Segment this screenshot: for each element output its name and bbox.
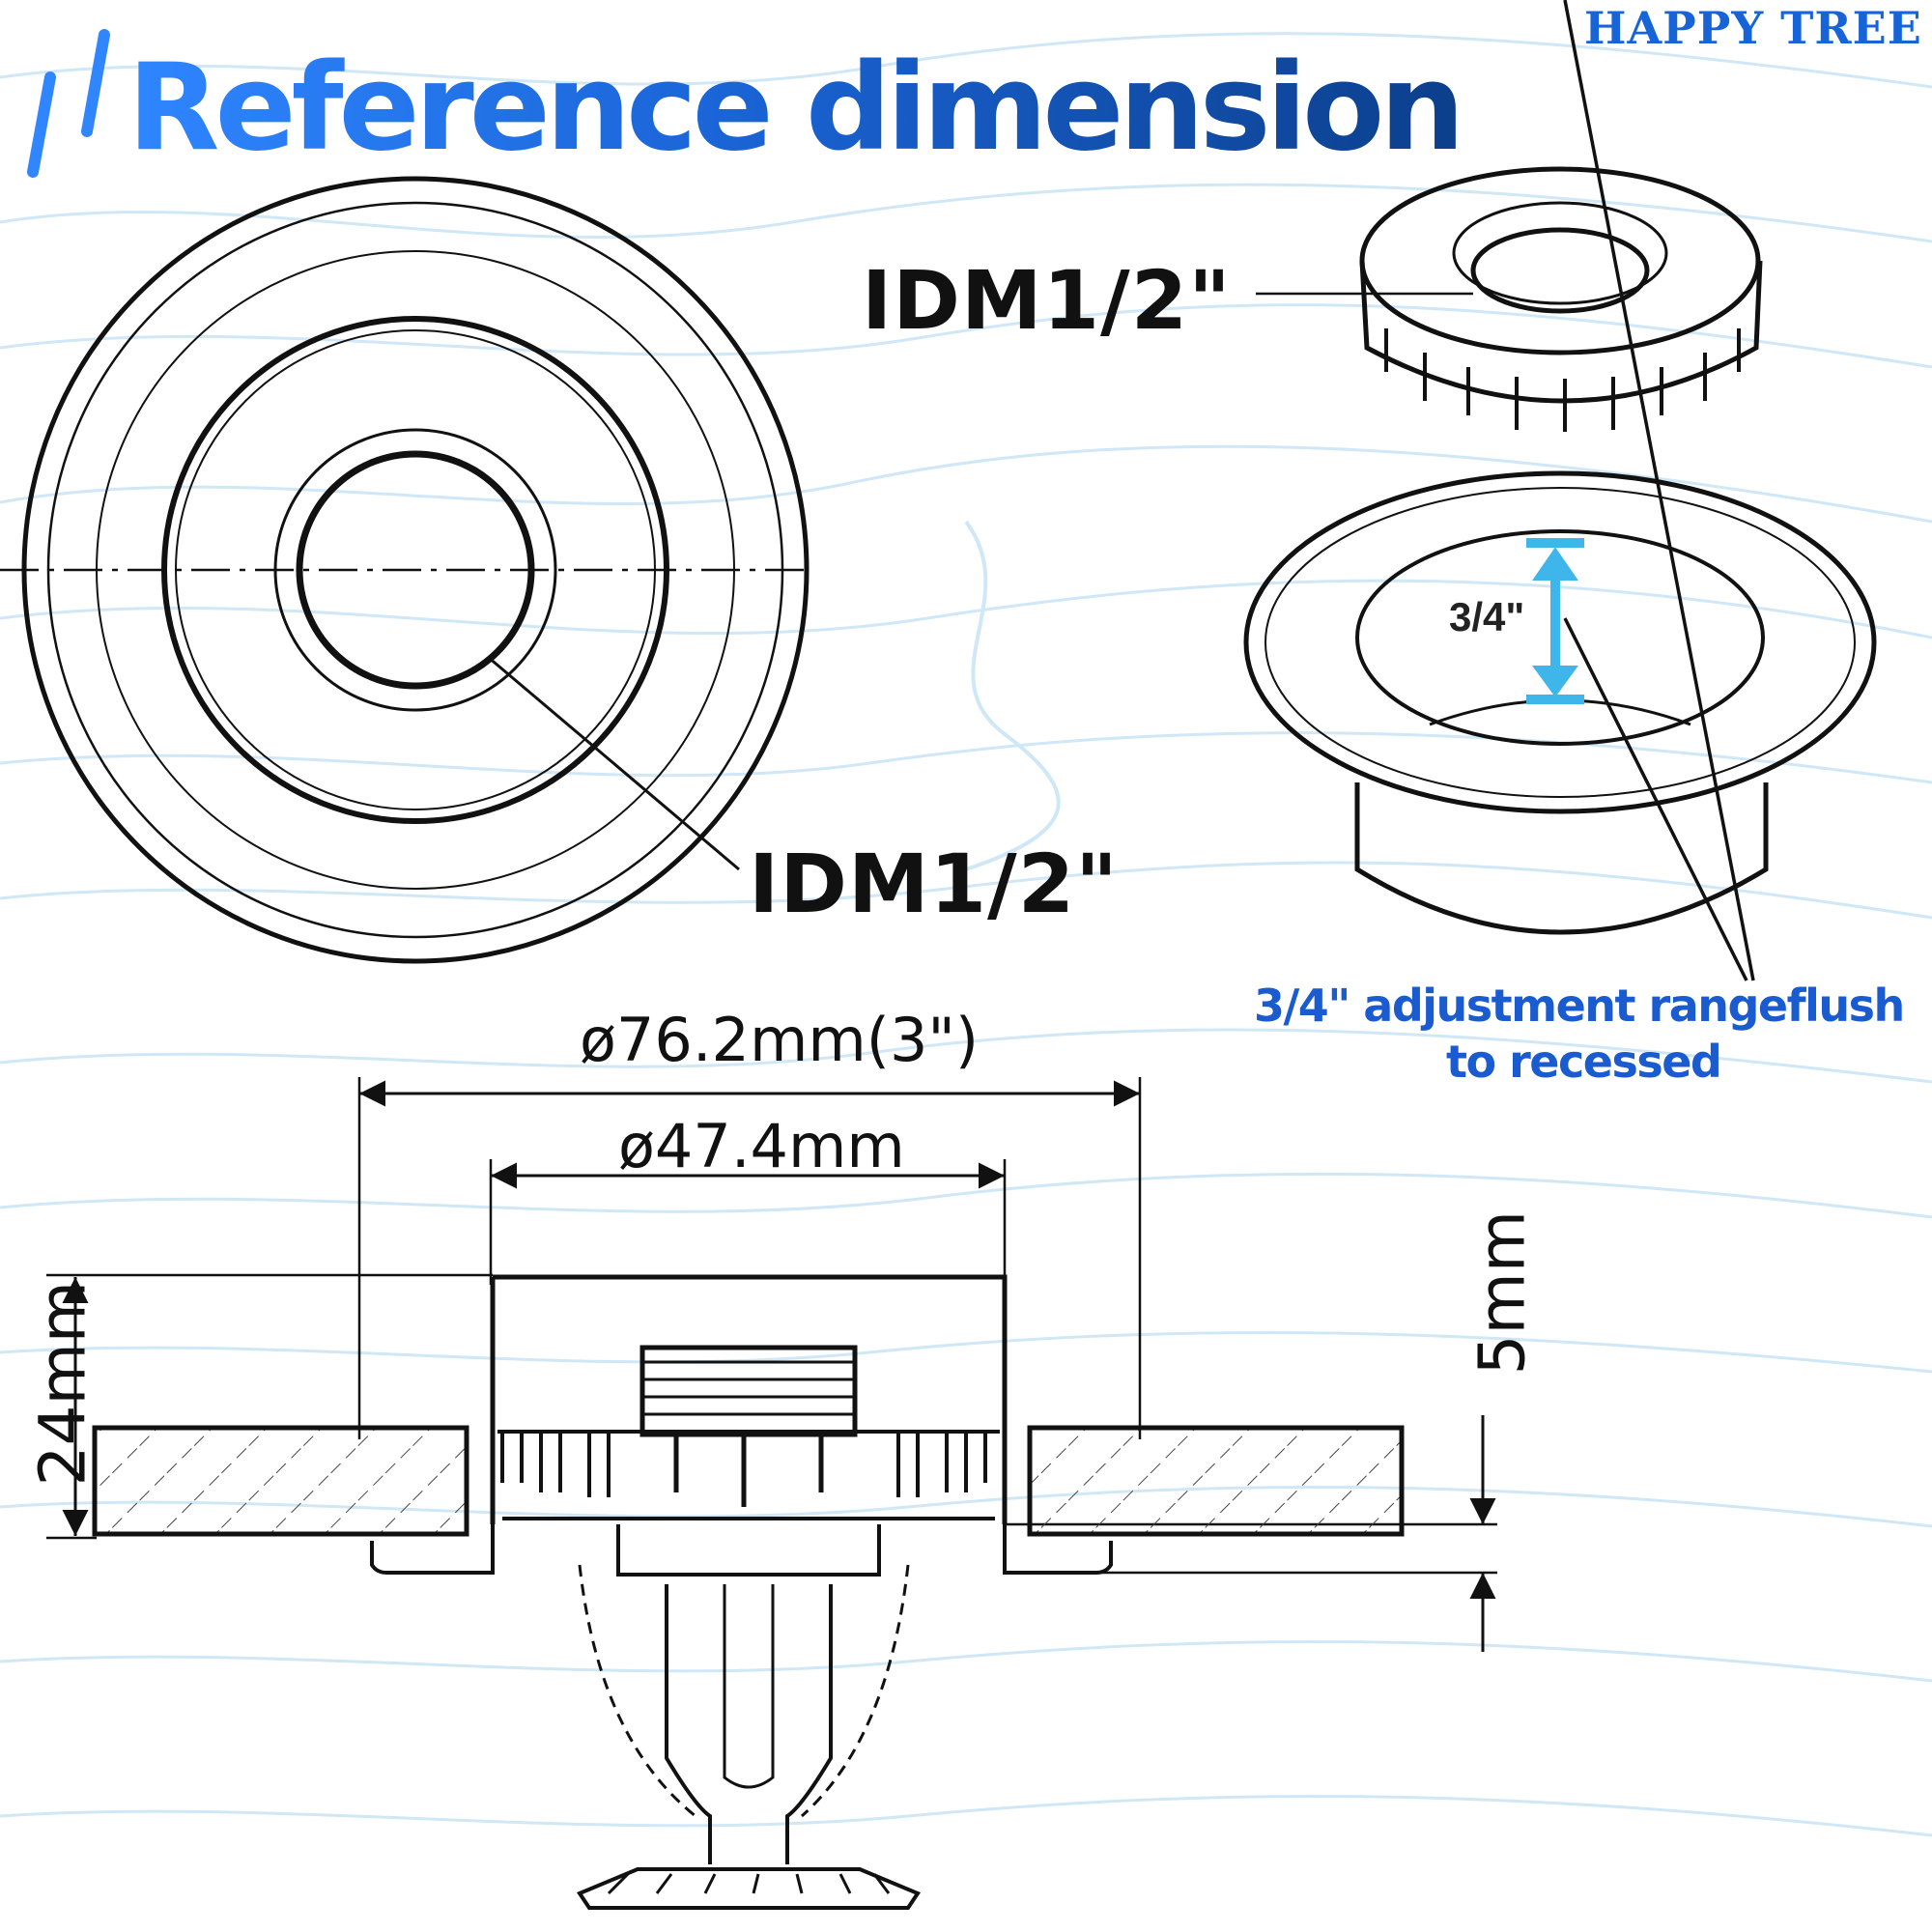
adjustment-caption-line1: 3/4" adjustment rangeflush: [1254, 980, 1905, 1032]
outer-diameter-label: ø76.2mm(3"): [580, 1005, 980, 1075]
cap-size-label: IDM1/2": [862, 253, 1232, 348]
offset-dimension-label: 5mm: [1464, 1209, 1540, 1376]
page-title: Reference dimension: [128, 39, 1465, 178]
adjustment-value-label: 3/4": [1449, 594, 1525, 639]
adjustment-arrow: [1526, 538, 1584, 704]
adjustment-caption-line2: to recessed: [1446, 1036, 1722, 1088]
cross-section: [46, 1077, 1497, 1910]
cap-part: [1256, 166, 1763, 432]
caption-leader: [1563, 617, 1748, 981]
inner-diameter-label: ø47.4mm: [618, 1111, 905, 1181]
front-size-label: IDM1/2": [749, 837, 1119, 931]
title-slash-icon: [27, 29, 110, 178]
brand-logo: HAPPY TREE: [1584, 2, 1922, 54]
front-view-escutcheon: [0, 176, 811, 964]
height-dimension-label: 24mm: [25, 1280, 100, 1487]
